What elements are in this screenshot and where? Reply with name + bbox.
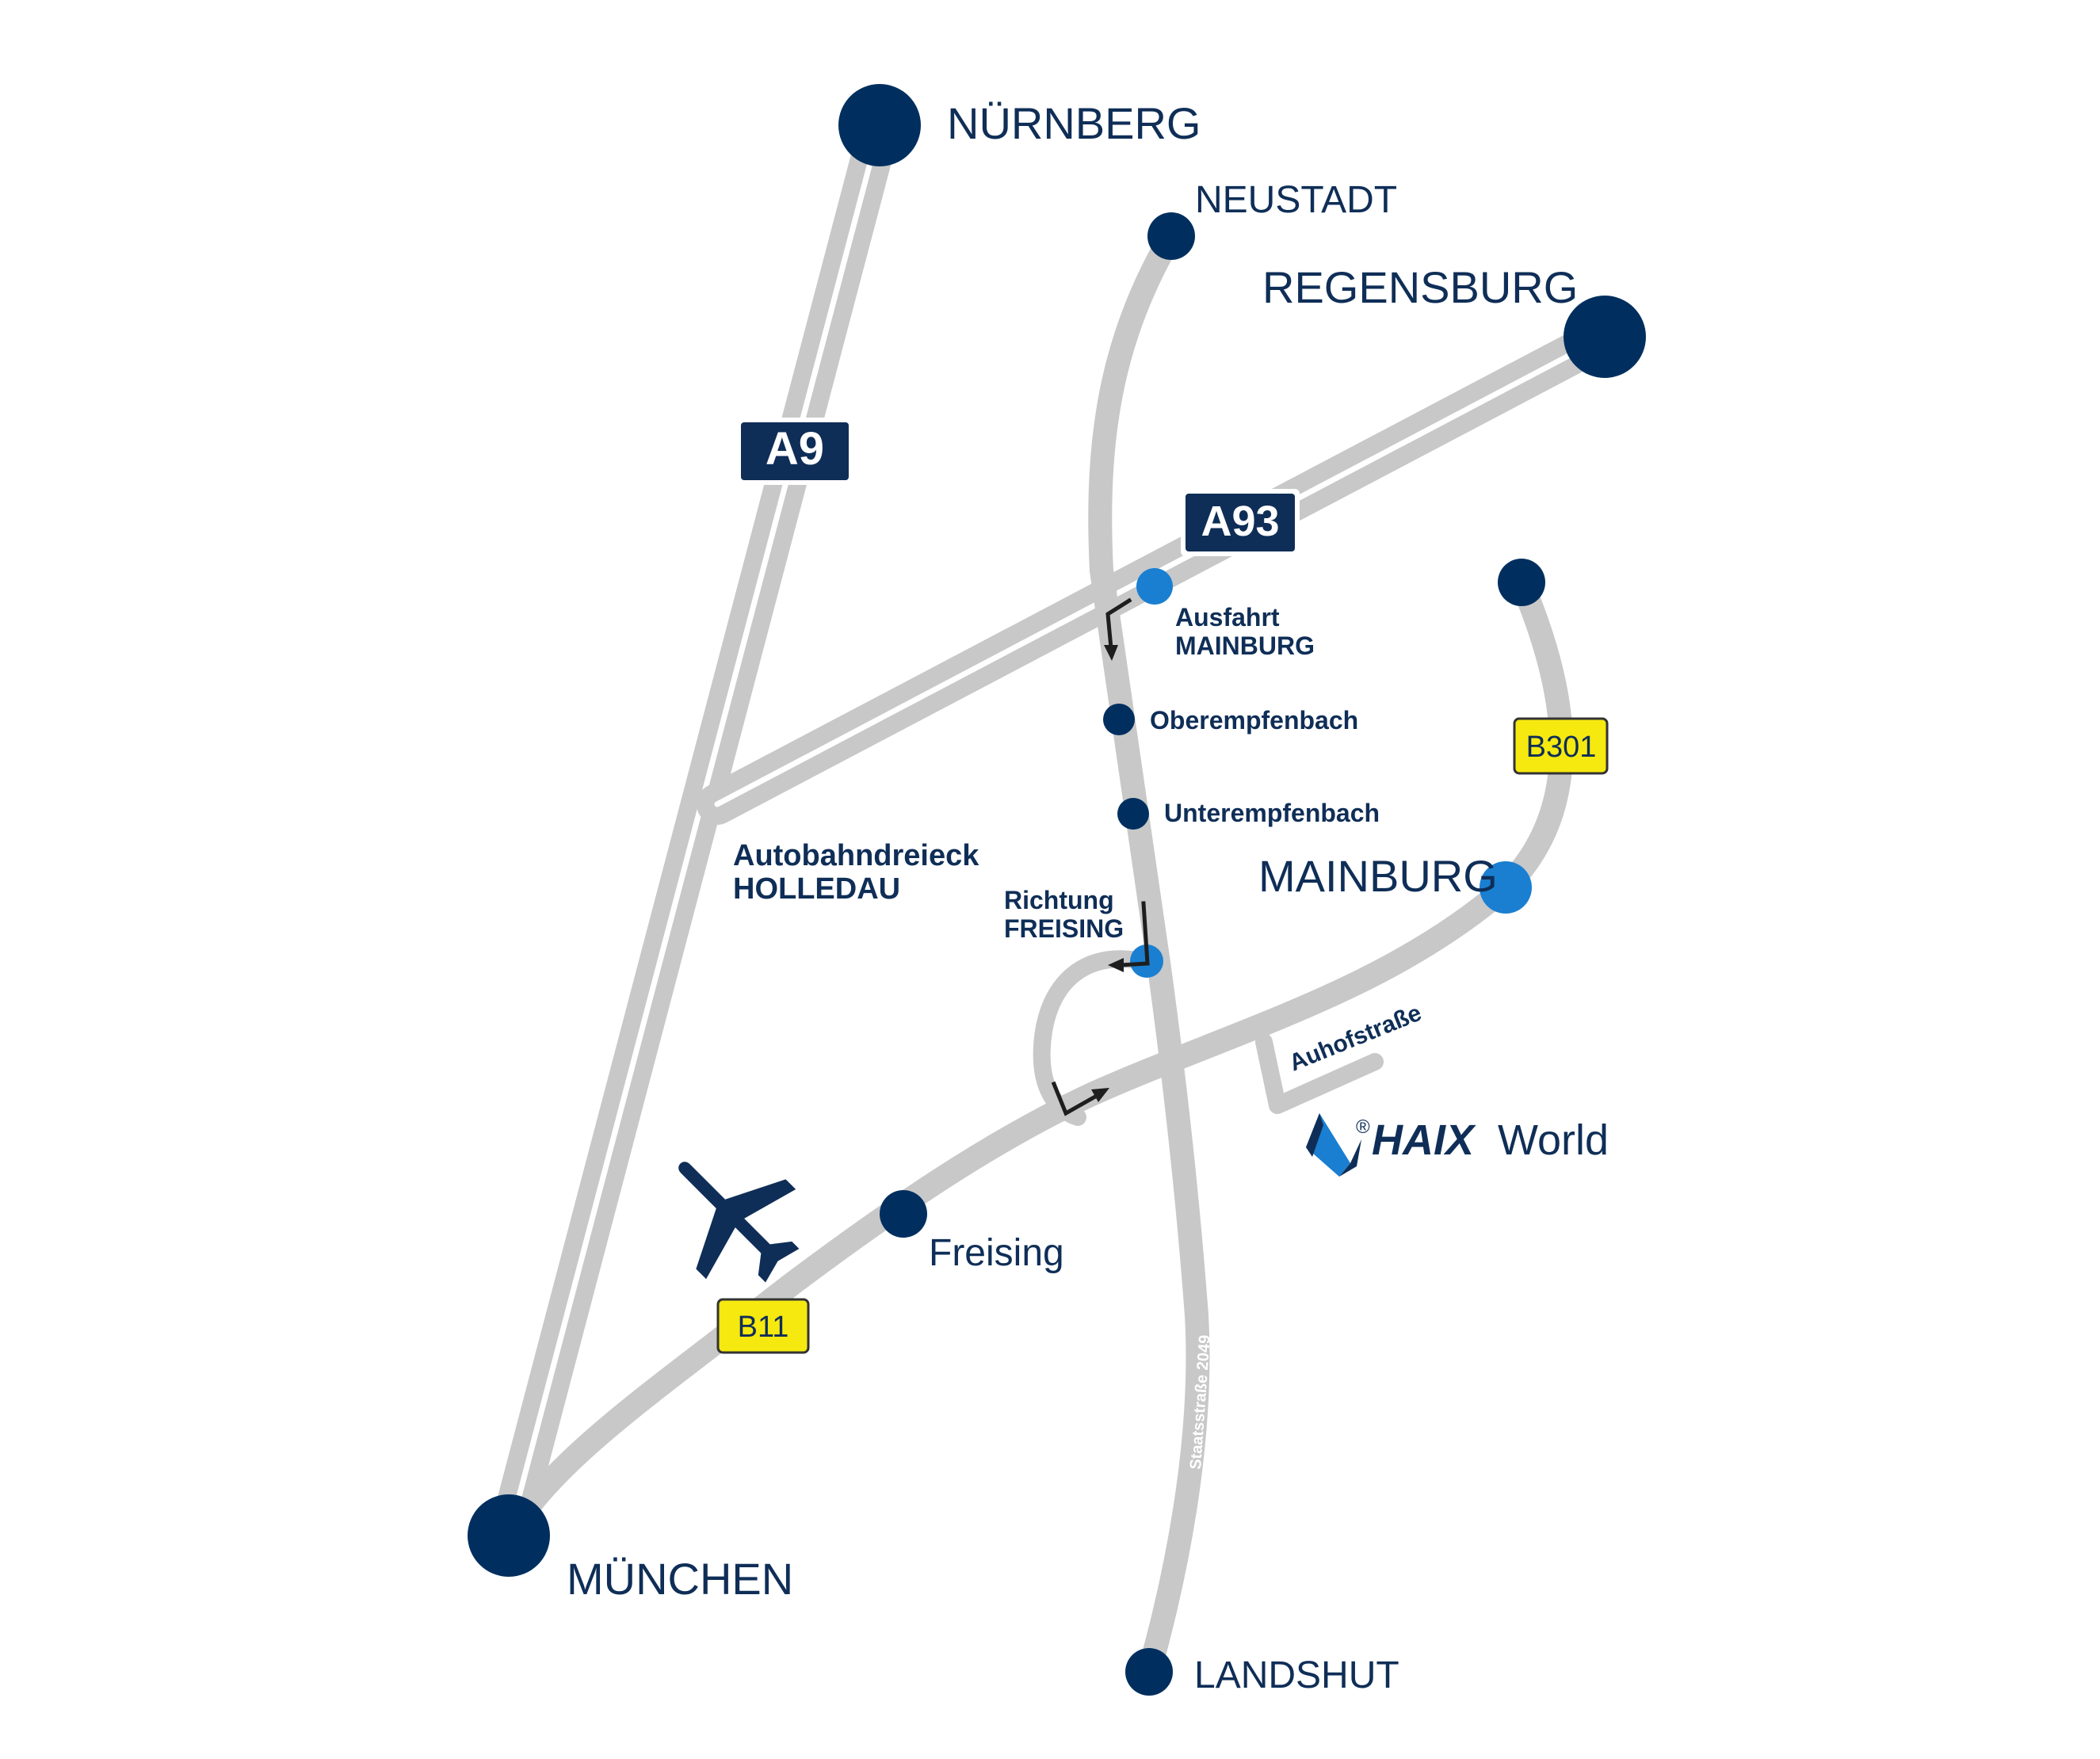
unterempfenbach-node [1117,798,1149,830]
unterempfenbach-label: Unterempfenbach [1164,799,1380,827]
mainburg-node [1480,861,1532,914]
exit-arrow [1104,597,1132,661]
richtung-label-2: FREISING [1004,914,1124,943]
oberempfenbach-node [1103,704,1135,735]
haix-world-logo: ® HAIX World [1306,1113,1609,1177]
freising-label: Freising [929,1232,1064,1274]
richtung-arrow [1108,901,1150,972]
b11-sign: B11 [716,1298,810,1354]
world-logo-text: World [1498,1116,1609,1164]
haix-logo-text: HAIX [1372,1116,1476,1164]
neustadt-node [1147,212,1195,260]
dreieck-label-1: Autobahndreieck [733,839,979,872]
a9-motorway [488,106,900,1556]
auhofstrasse-road [1255,1033,1384,1114]
exit-loop-ramp [1033,950,1158,1126]
staatsstrasse-2049-road [1088,224,1210,1684]
ausfahrt-label-2: MAINBURG [1175,631,1315,660]
dreieck-label-2: HOLLEDAU [733,872,900,906]
a93-sign-label: A93 [1201,498,1279,545]
a9-sign: A9 [736,418,853,485]
muenchen-node [468,1494,550,1577]
neustadt-label: NEUSTADT [1195,179,1397,221]
regensburg-node [1564,296,1646,378]
oberempfenbach-label: Oberempfenbach [1150,706,1358,735]
a93-sign: A93 [1181,489,1300,556]
haix-logo-mark [1306,1113,1361,1177]
regensburg-label: REGENSBURG [1262,262,1578,312]
ausfahrt-label-1: Ausfahrt [1175,603,1280,631]
muenchen-label: MÜNCHEN [567,1554,793,1604]
nuernberg-label: NÜRNBERG [947,98,1201,148]
ausfahrt-mainburg-node [1136,568,1173,605]
loop-arrow [1051,1081,1109,1116]
a9-sign-label: A9 [766,423,824,475]
b11-sign-label: B11 [738,1311,789,1344]
b301-sign-label: B301 [1526,731,1597,764]
landshut-node [1125,1648,1173,1696]
registered-mark: ® [1356,1116,1370,1138]
mainburg-label: MAINBURG [1258,851,1498,901]
richtung-label-1: Richtung [1004,886,1114,914]
airplane-icon [678,1162,800,1283]
freising-node [880,1190,927,1238]
landshut-label: LANDSHUT [1194,1654,1399,1696]
nuernberg-node [838,84,921,166]
b301-sign: B301 [1513,717,1609,775]
b301-north-node [1498,559,1545,606]
